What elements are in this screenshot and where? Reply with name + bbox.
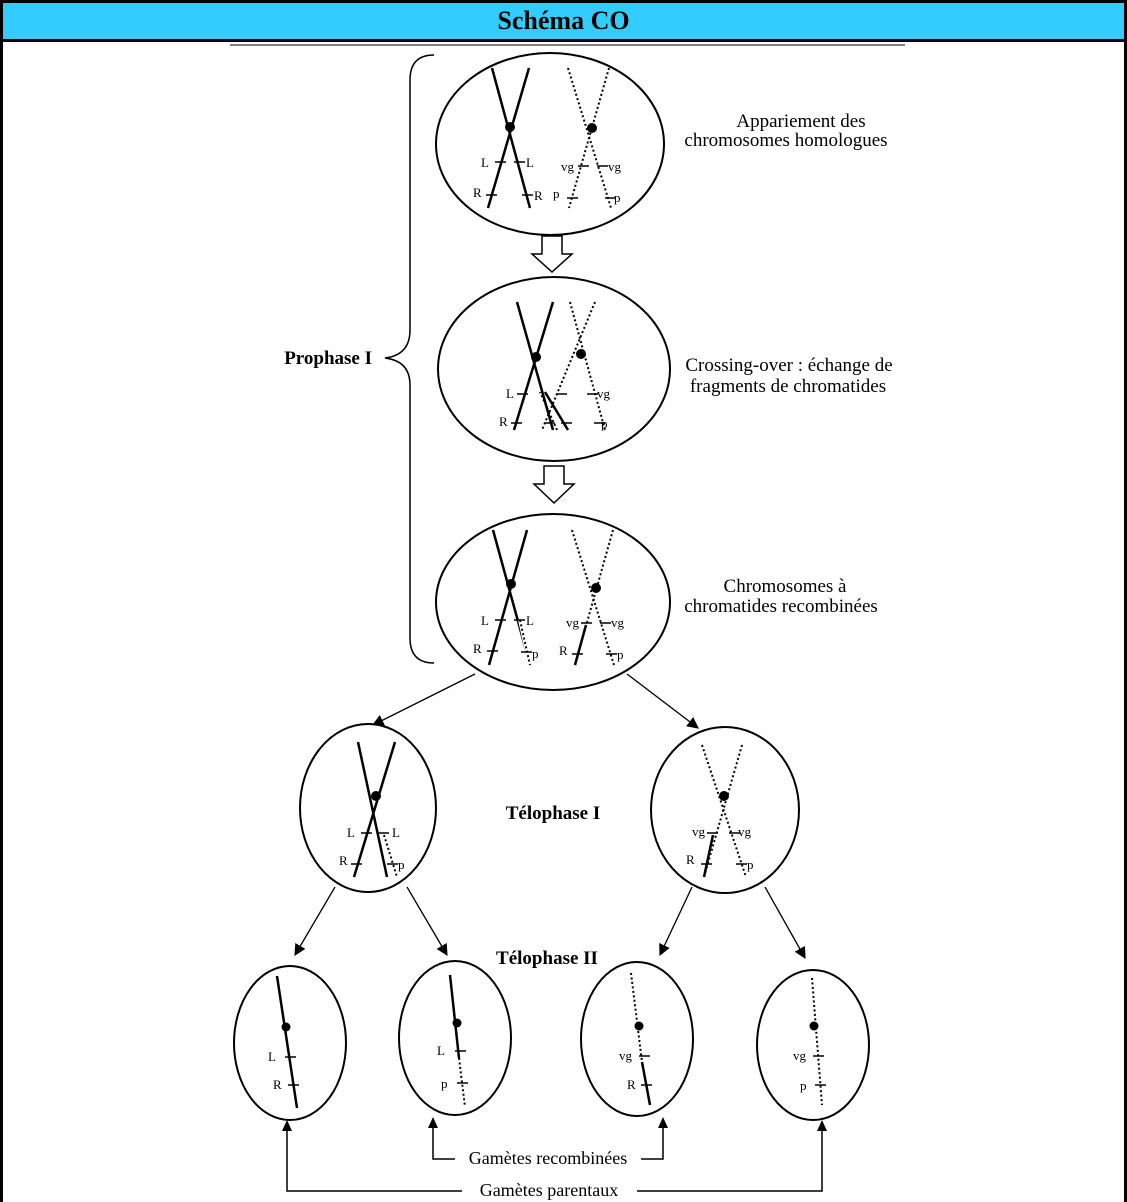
gamete-2: L p xyxy=(398,960,512,1116)
gene-label-R: R xyxy=(473,641,482,656)
step-crossing-line2: fragments de chromatides xyxy=(690,376,886,397)
gene-label-L: L xyxy=(526,613,534,628)
cell-recombined: L L R p vg vg R p xyxy=(435,513,671,691)
gene-label-R: R xyxy=(499,414,508,429)
gamete-3: vg R xyxy=(580,961,694,1117)
parental-gametes-bracket xyxy=(282,1120,827,1192)
gene-label-L: L xyxy=(437,1043,445,1058)
prophase-label: Prophase I xyxy=(284,348,372,369)
gene-label-p: p xyxy=(441,1076,448,1091)
gene-label-vg: vg xyxy=(619,1048,633,1063)
telophase1-label: Télophase I xyxy=(506,803,601,824)
figure-title: Schéma CO xyxy=(497,6,630,35)
gene-label-L: L xyxy=(481,155,489,170)
down-arrow xyxy=(532,465,576,505)
gene-label-vg: vg xyxy=(611,615,625,630)
gamete-4: vg p xyxy=(756,969,870,1121)
gene-label-vg: vg xyxy=(793,1048,807,1063)
gene-label-L: L xyxy=(392,825,400,840)
down-arrow xyxy=(530,235,574,274)
gene-label-L: L xyxy=(268,1049,276,1064)
cell-pairing: L L R R vg vg p p xyxy=(435,52,665,236)
cell-telophase1-left: L L R p xyxy=(299,723,437,893)
gene-label-vg: vg xyxy=(561,159,575,174)
cell-telophase1-right: vg vg R p xyxy=(650,726,800,894)
step-recombined-line2: chromatides recombinées xyxy=(684,596,878,617)
gene-label-vg: vg xyxy=(692,824,706,839)
gene-label-p: p xyxy=(532,646,539,661)
gene-label-R: R xyxy=(473,185,482,200)
gene-label-L: L xyxy=(347,825,355,840)
gene-label-L: L xyxy=(506,386,514,401)
gene-label-p: p xyxy=(398,857,405,872)
gene-label-R: R xyxy=(534,188,543,203)
gene-label-p: p xyxy=(553,186,560,201)
gene-label-R: R xyxy=(273,1077,282,1092)
arrow-to-cell-right xyxy=(626,673,699,729)
cell-crossing-over: L R vg p xyxy=(437,276,671,462)
gamete-1: L R xyxy=(233,965,347,1121)
gene-label-p: p xyxy=(601,416,608,431)
gene-label-vg: vg xyxy=(597,386,611,401)
gene-label-p: p xyxy=(614,190,621,205)
step-pairing-line1: Appariement des xyxy=(736,111,865,132)
gene-label-R: R xyxy=(686,852,695,867)
arrow-to-cell-left xyxy=(371,673,476,726)
gene-label-L: L xyxy=(526,155,534,170)
gene-label-p: p xyxy=(747,857,754,872)
gene-label-vg: vg xyxy=(566,615,580,630)
recombined-gametes-label: Gamètes recombinées xyxy=(469,1148,627,1168)
arrow-to-gamete xyxy=(764,886,806,960)
step-pairing-line2: chromosomes homologues xyxy=(684,130,887,151)
arrow-to-gamete xyxy=(406,886,448,957)
step-recombined-line1: Chromosomes à xyxy=(724,576,848,597)
gene-label-L: L xyxy=(481,613,489,628)
gene-label-R: R xyxy=(627,1077,636,1092)
gene-label-p: p xyxy=(800,1078,807,1093)
parental-gametes-label: Gamètes parentaux xyxy=(480,1180,618,1200)
step-crossing-line1: Crossing-over : échange de xyxy=(685,355,892,376)
arrow-to-gamete xyxy=(294,886,336,957)
gene-label-p: p xyxy=(617,647,624,662)
gene-label-vg: vg xyxy=(608,159,622,174)
gene-label-vg: vg xyxy=(738,824,752,839)
title-bar: Schéma CO xyxy=(3,3,1124,42)
recombined-gametes-bracket xyxy=(428,1117,668,1160)
telophase2-label: Télophase II xyxy=(496,948,598,969)
gene-label-R: R xyxy=(559,643,568,658)
arrow-to-gamete xyxy=(659,886,693,957)
gene-label-R: R xyxy=(339,853,348,868)
prophase-brace xyxy=(384,54,435,664)
